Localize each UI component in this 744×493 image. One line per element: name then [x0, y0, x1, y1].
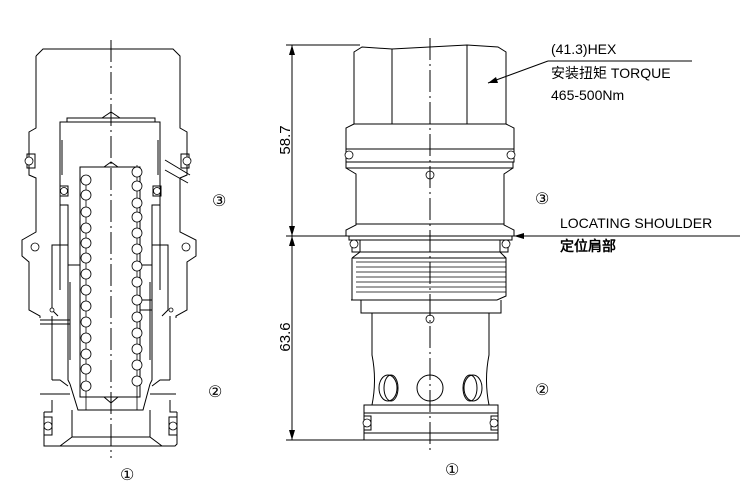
- external-port-3: ③: [535, 189, 549, 208]
- dimension-lower: 63.6: [277, 322, 294, 351]
- thread-lines: [356, 261, 506, 293]
- section-view: [21, 40, 197, 458]
- section-port-1: ①: [120, 465, 134, 484]
- external-port-1: ①: [445, 460, 459, 479]
- torque-label: 安装扭矩 TORQUE: [551, 65, 671, 81]
- dimension-upper: 58.7: [277, 125, 294, 154]
- locating-shoulder-label: LOCATING SHOULDER: [560, 215, 712, 231]
- external-port-2: ②: [535, 380, 549, 399]
- hex-size-label: (41.3)HEX: [551, 41, 617, 57]
- spring-right: [131, 165, 143, 410]
- section-port-3: ③: [212, 191, 226, 210]
- torque-value: 465-500Nm: [551, 87, 624, 103]
- external-view: [286, 38, 740, 452]
- locating-shoulder-label-cn: 定位肩部: [560, 238, 616, 254]
- spring-left: [80, 174, 92, 410]
- section-port-2: ②: [208, 382, 222, 401]
